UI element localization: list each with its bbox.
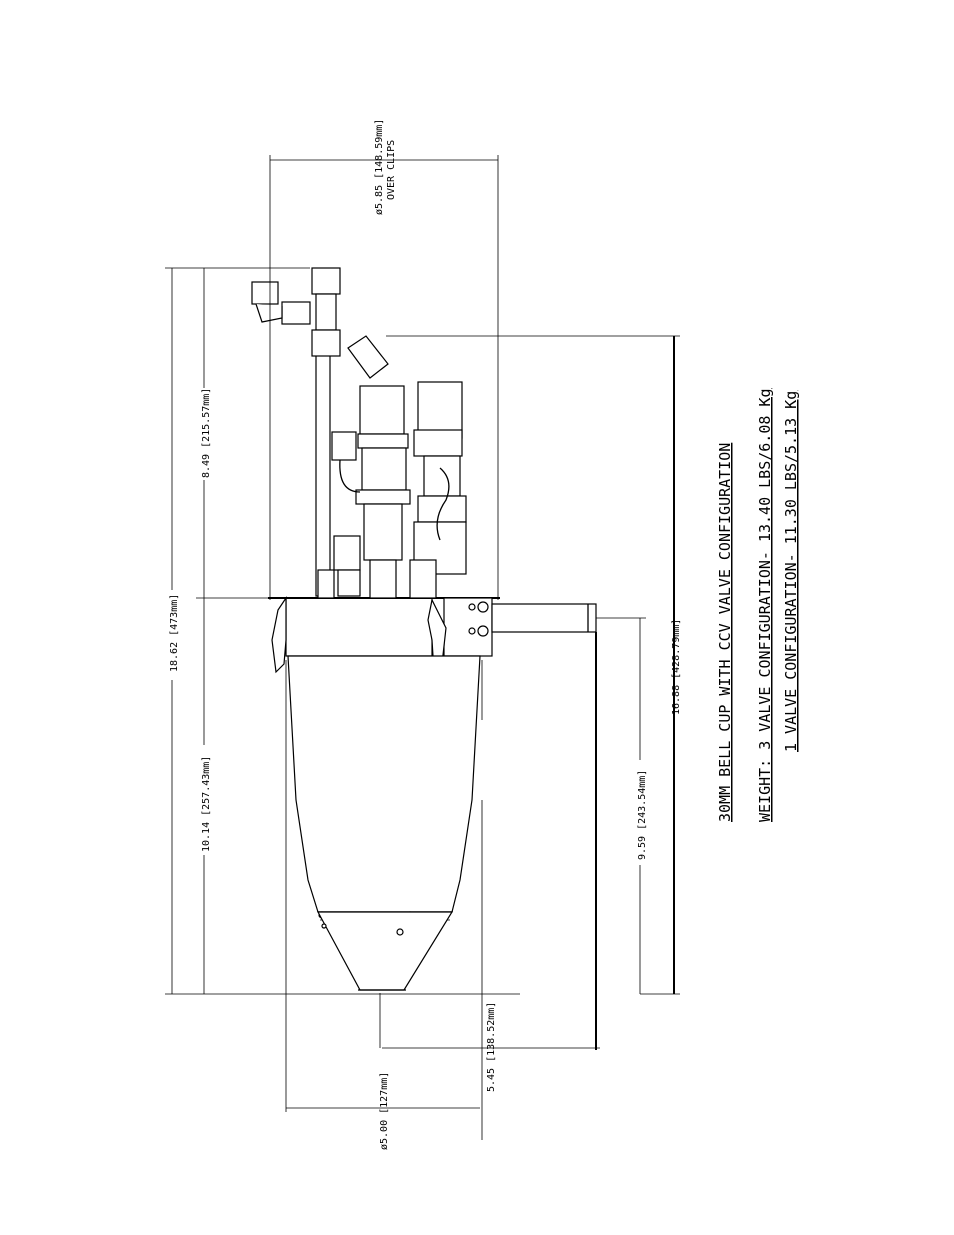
drawing-notes: 30MM BELL CUP WITH CCV VALVE CONFIGURATI…: [716, 389, 800, 822]
dim-clip-diameter: ø5.85 [148.59mm]: [374, 119, 385, 215]
dim-right-lower: 9.59 [243.54mm]: [637, 770, 648, 860]
dim-body-diameter: ø5.00 [127mm]: [379, 1072, 390, 1150]
weight-line-2: 1 VALVE CONFIGURATION- 11.30 LBS/5.13 Kg: [782, 391, 800, 752]
dim-total-height: 18.62 [473mm]: [169, 594, 180, 672]
valve-assembly: [252, 268, 466, 598]
dim-right-overall: 16.88 [428.79mm]: [671, 619, 682, 715]
atomizer-body: [268, 598, 596, 1048]
dim-clip-note: OVER CLIPS: [386, 140, 397, 200]
drawing-title: 30MM BELL CUP WITH CCV VALVE CONFIGURATI…: [716, 443, 734, 822]
dim-shaft-offset: 5.45 [138.52mm]: [486, 1002, 497, 1092]
weight-line-1: WEIGHT: 3 VALVE CONFIGURATION- 13.40 LBS…: [756, 389, 774, 822]
dim-upper-height: 8.49 [215.57mm]: [201, 388, 212, 478]
dim-body-length: 10.14 [257.43mm]: [201, 756, 212, 852]
